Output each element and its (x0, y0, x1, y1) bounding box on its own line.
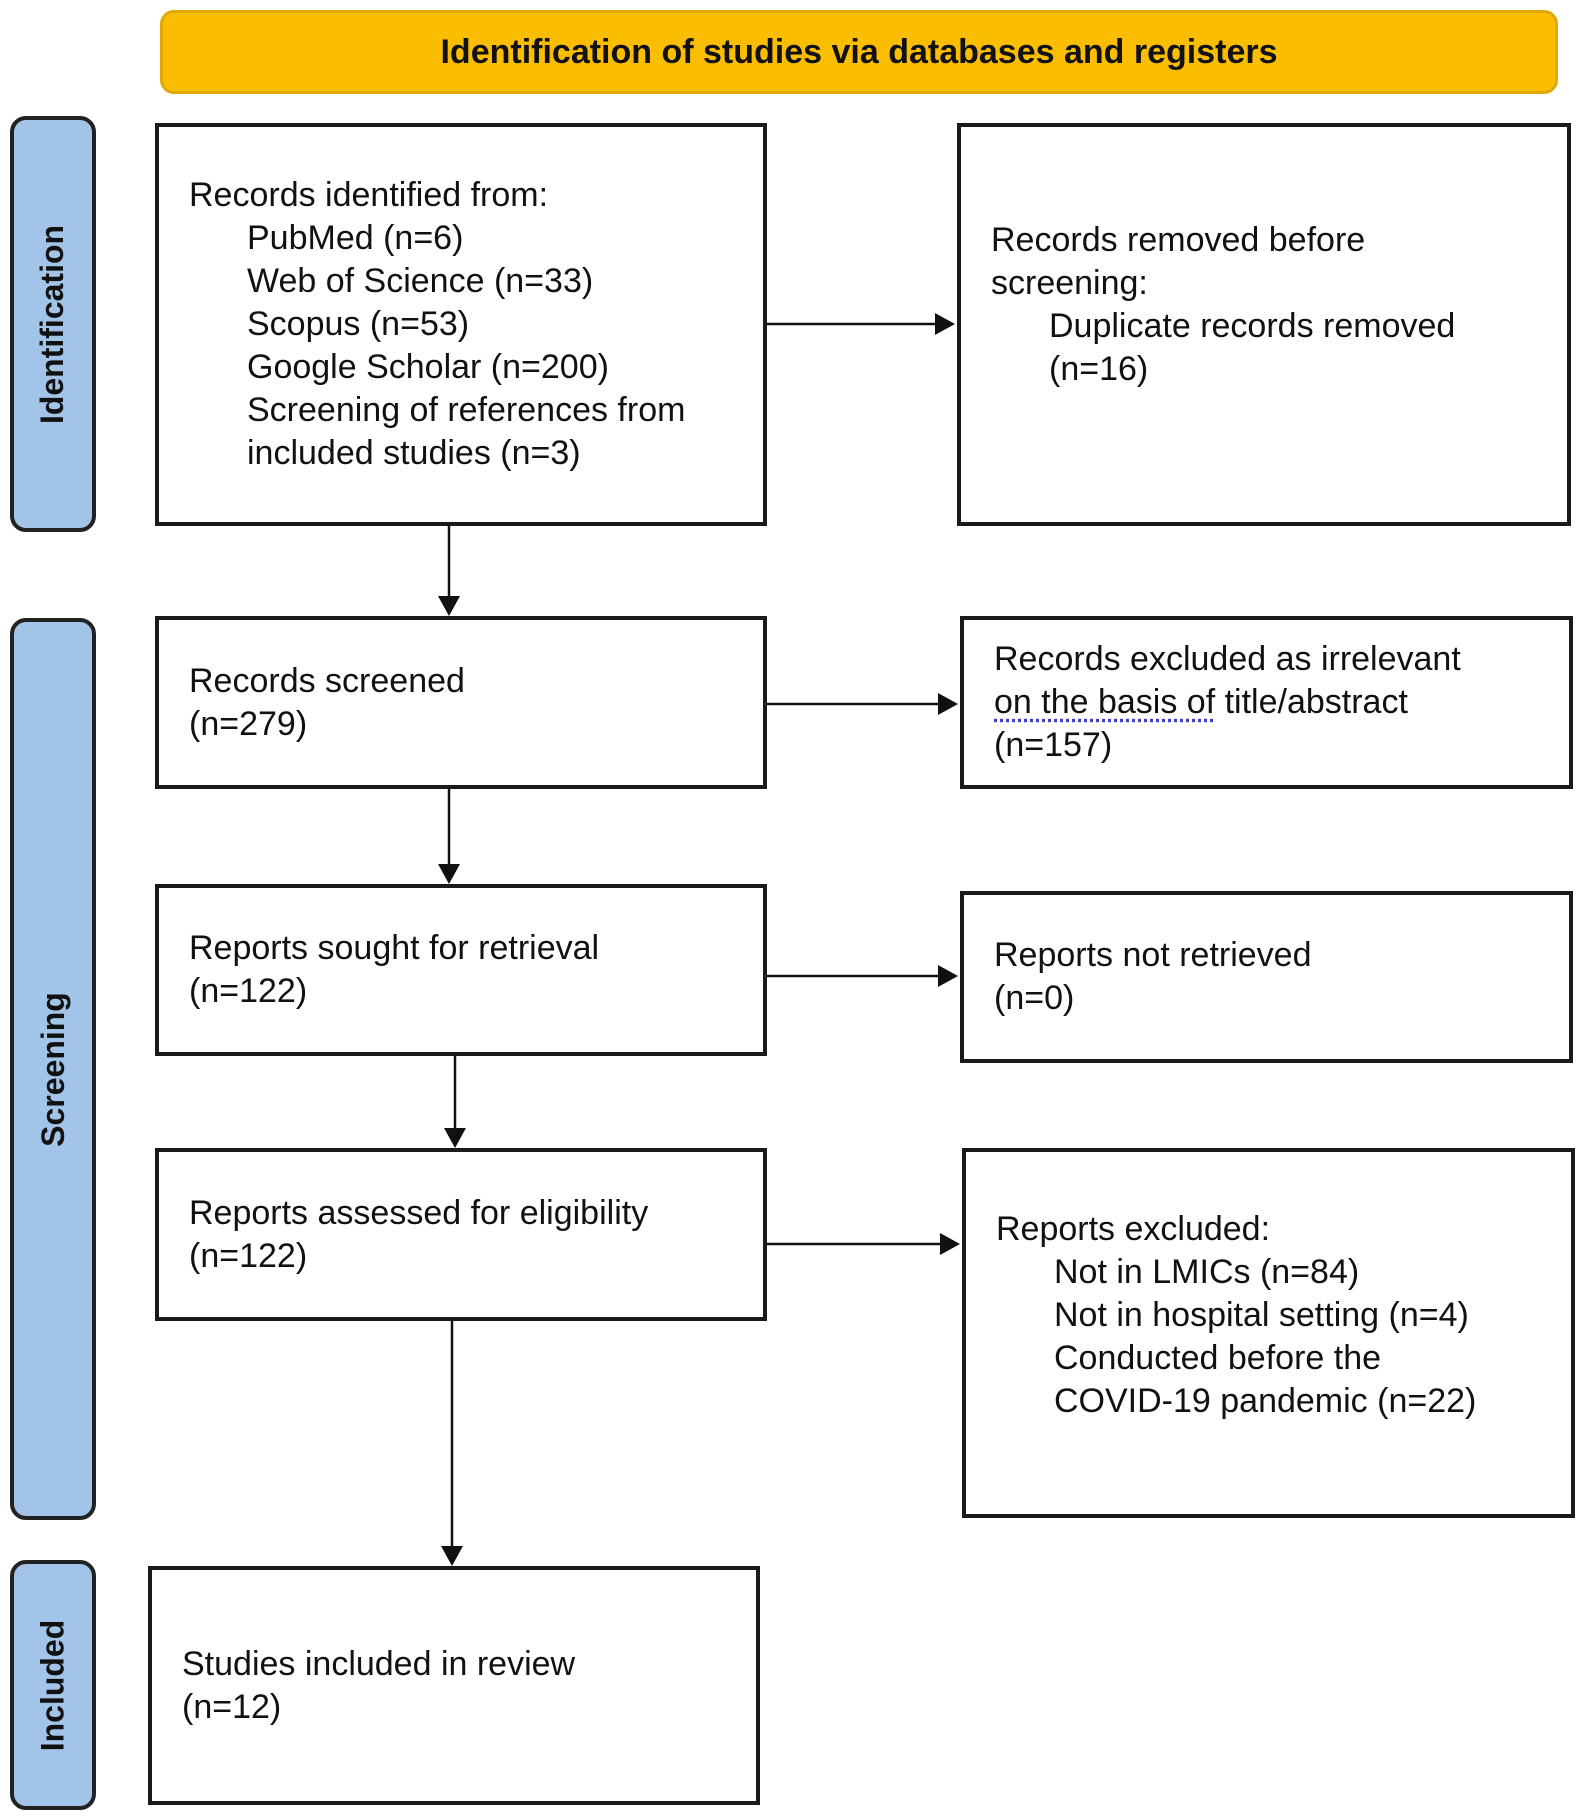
reports-sought-count: (n=122) (189, 972, 308, 1010)
records-removed-box: Records removed before screening: Duplic… (957, 123, 1571, 526)
source-web-of-science: Web of Science (n=33) (247, 262, 594, 300)
records-excluded-box: Records excluded as irrelevant on the ba… (960, 616, 1573, 789)
source-scopus: Scopus (n=53) (247, 305, 470, 343)
header-banner: Identification of studies via databases … (160, 10, 1558, 94)
arrow-sought-to-not-retrieved-head (938, 965, 958, 987)
records-excluded-count: (n=157) (994, 726, 1113, 764)
reason-before-covid-count: COVID-19 pandemic (n=22) (1054, 1382, 1477, 1420)
studies-included-label: Studies included in review (182, 1644, 576, 1683)
records-screened-label: Records screened (189, 661, 465, 700)
records-screened-box: Records screened (n=279) (155, 616, 767, 789)
phase-identification: Identification (10, 116, 96, 532)
duplicate-records-label: Duplicate records removed (1049, 307, 1456, 345)
reason-not-hospital: Not in hospital setting (n=4) (1054, 1296, 1469, 1334)
arrow-screened-to-sought-head (438, 864, 460, 884)
header-title: Identification of studies via databases … (440, 32, 1278, 71)
records-excluded-underlined-phrase: on the basis of (994, 683, 1216, 721)
records-screened-count: (n=279) (189, 704, 308, 743)
records-removed-line2: screening: (991, 264, 1148, 302)
reports-not-retrieved-box: Reports not retrieved (n=0) (960, 891, 1573, 1063)
reports-assessed-count: (n=122) (189, 1236, 308, 1275)
reports-excluded-heading: Reports excluded: (996, 1210, 1271, 1248)
phase-included-label: Included (34, 1619, 71, 1751)
records-removed-line1: Records removed before (991, 221, 1366, 259)
reports-assessed-label: Reports assessed for eligibility (189, 1193, 649, 1232)
source-reference-screening-count: included studies (n=3) (247, 434, 581, 472)
studies-included-count: (n=12) (182, 1687, 282, 1726)
studies-included-box: Studies included in review (n=12) (148, 1566, 760, 1805)
records-identified-heading: Records identified from: (189, 176, 549, 214)
records-excluded-line2: on the basis of title/abstract (994, 681, 1539, 724)
reports-not-retrieved-label: Reports not retrieved (994, 936, 1312, 974)
arrow-screened-to-excluded-head (938, 693, 958, 715)
reports-assessed-box: Reports assessed for eligibility (n=122) (155, 1148, 767, 1321)
reports-sought-label: Reports sought for retrieval (189, 929, 600, 967)
source-google-scholar: Google Scholar (n=200) (247, 348, 609, 386)
source-reference-screening: Screening of references from (247, 391, 686, 429)
arrow-assessed-to-excluded-head (940, 1233, 960, 1255)
records-excluded-line2-rest: title/abstract (1215, 683, 1408, 721)
reason-before-covid: Conducted before the (1054, 1339, 1382, 1377)
reports-excluded-box: Reports excluded: Not in LMICs (n=84) No… (962, 1148, 1575, 1518)
reports-not-retrieved-count: (n=0) (994, 979, 1075, 1017)
phase-screening-label: Screening (34, 991, 71, 1147)
records-identified-box: Records identified from: PubMed (n=6) We… (155, 123, 767, 526)
arrow-identified-to-removed-head (935, 313, 955, 335)
arrow-assessed-to-included-head (441, 1546, 463, 1566)
arrow-identified-to-screened-head (438, 596, 460, 616)
source-pubmed: PubMed (n=6) (247, 219, 464, 257)
arrow-sought-to-assessed-head (444, 1128, 466, 1148)
phase-included: Included (10, 1560, 96, 1810)
reports-sought-box: Reports sought for retrieval (n=122) (155, 884, 767, 1056)
phase-screening: Screening (10, 618, 96, 1520)
records-excluded-line1: Records excluded as irrelevant (994, 640, 1461, 678)
reason-not-in-lmics: Not in LMICs (n=84) (1054, 1253, 1360, 1291)
duplicate-records-count: (n=16) (1049, 350, 1149, 388)
phase-identification-label: Identification (34, 224, 71, 424)
